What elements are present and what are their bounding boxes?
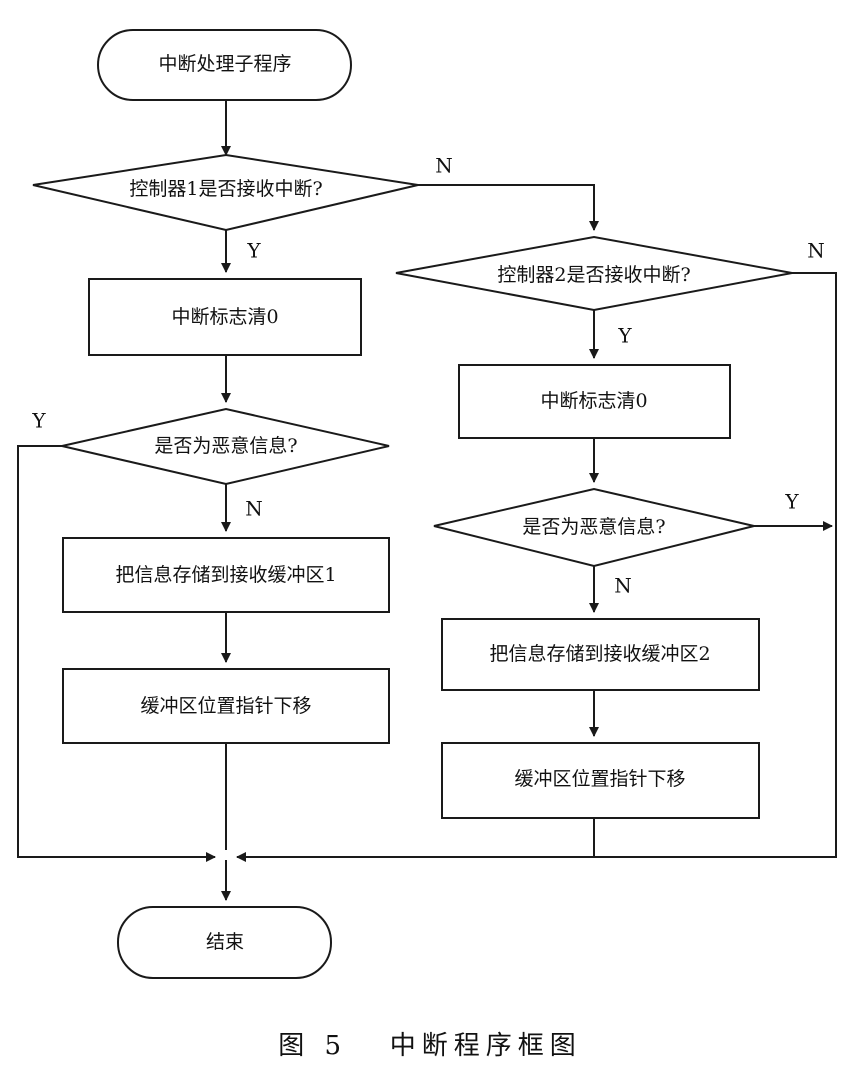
- process-store-1-label: 把信息存储到接收缓冲区1: [115, 564, 336, 586]
- label-m2-no: N: [614, 574, 632, 598]
- process-move-pointer-2: [441, 742, 760, 819]
- decision-malicious-2: [433, 487, 755, 568]
- label-m2-yes: Y: [784, 490, 799, 514]
- decision-controller-1-label: 控制器1是否接收中断?: [129, 178, 322, 200]
- process-store-2: [441, 618, 760, 691]
- decision-malicious-1: [61, 407, 390, 486]
- label-c2-yes: Y: [617, 324, 632, 348]
- process-store-1: [62, 537, 390, 613]
- edge-labels: N Y N Y Y N Y N: [31, 154, 824, 598]
- start-label: 中断处理子程序: [158, 53, 291, 75]
- decision-controller-2: [395, 235, 793, 312]
- connectors: [17, 100, 837, 901]
- decision-controller-2-label: 控制器2是否接收中断?: [497, 264, 690, 286]
- edge-m1-yes: [17, 445, 216, 862]
- process-clear-flag-2: [458, 364, 731, 439]
- label-m1-no: N: [245, 497, 263, 521]
- process-move-pointer-1: [62, 668, 390, 744]
- process-move-pointer-2-label: 缓冲区位置指针下移: [514, 768, 685, 790]
- decision-malicious-2-label: 是否为恶意信息?: [522, 516, 665, 538]
- edge-c2-no: [236, 272, 837, 862]
- label-c2-no: N: [807, 239, 825, 263]
- label-m1-yes: Y: [31, 409, 46, 433]
- end-label: 结束: [206, 931, 244, 953]
- label-c1-no: N: [435, 154, 453, 178]
- end-terminal: [117, 906, 332, 979]
- decision-malicious-1-label: 是否为恶意信息?: [154, 435, 297, 457]
- figure-caption: 图 5 中断程序框图: [278, 1031, 582, 1061]
- decision-controller-1: [32, 153, 419, 232]
- process-store-2-label: 把信息存储到接收缓冲区2: [489, 643, 710, 665]
- process-clear-flag-1-label: 中断标志清0: [171, 306, 278, 328]
- nodes: 中断处理子程序 控制器1是否接收中断? 中断标志清0 是否为恶意信息? 把信息存…: [32, 29, 793, 979]
- label-c1-yes: Y: [246, 239, 261, 263]
- process-clear-flag-2-label: 中断标志清0: [540, 390, 647, 412]
- start-terminal: [97, 29, 352, 101]
- edge-c1-no: [418, 184, 599, 231]
- process-clear-flag-1: [88, 278, 362, 356]
- process-move-pointer-1-label: 缓冲区位置指针下移: [140, 695, 311, 717]
